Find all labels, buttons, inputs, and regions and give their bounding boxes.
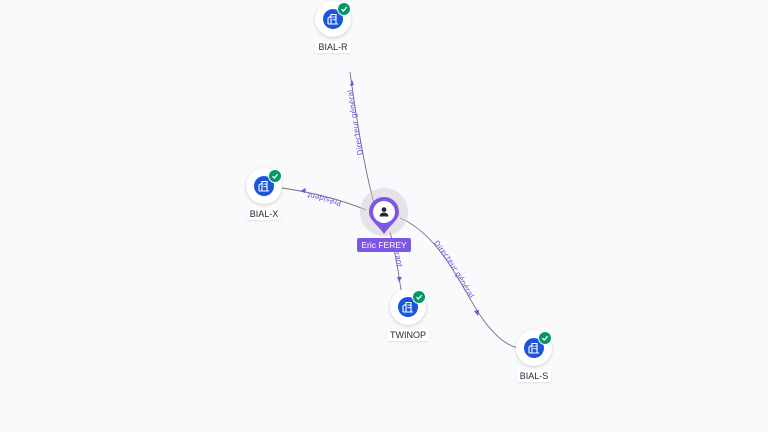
building-icon — [524, 338, 544, 358]
edge-label-bial-r: Directeur général — [346, 89, 366, 156]
arrow-bial-s — [474, 310, 479, 316]
company-name-label: TWINOP — [368, 325, 448, 343]
edge-label-bial-s: Directeur général — [432, 239, 476, 300]
building-icon — [254, 176, 274, 196]
arrow-twinop — [397, 277, 402, 282]
person-name-label: Eric FEREY — [344, 235, 424, 253]
company-name-label: BIAL-X — [224, 204, 304, 222]
verified-check-icon — [538, 331, 552, 345]
arrow-bial-r — [350, 80, 354, 86]
arrow-bial-x — [300, 188, 306, 193]
person-icon — [379, 207, 389, 217]
verified-check-icon — [412, 290, 426, 304]
building-icon — [398, 297, 418, 317]
company-name-label: BIAL-S — [494, 366, 574, 384]
verified-check-icon — [268, 169, 282, 183]
verified-check-icon — [337, 2, 351, 16]
company-name-label: BIAL-R — [293, 37, 373, 55]
building-icon — [323, 9, 343, 29]
edge-label-bial-x: Président — [306, 191, 342, 208]
